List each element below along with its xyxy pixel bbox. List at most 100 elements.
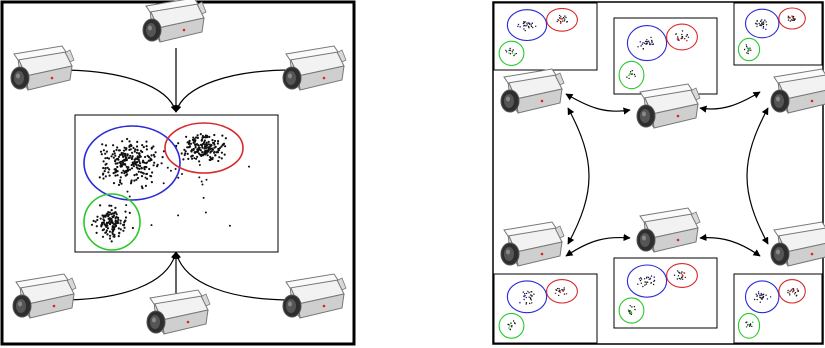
scatter-point bbox=[760, 298, 762, 300]
scatter-point bbox=[651, 41, 653, 43]
scatter-point bbox=[108, 204, 111, 207]
scatter-point bbox=[209, 151, 212, 154]
scatter-point bbox=[124, 210, 127, 213]
scatter-point bbox=[796, 294, 798, 296]
scatter-point bbox=[210, 150, 213, 153]
scatter-point bbox=[762, 21, 765, 23]
scatter-point bbox=[166, 166, 169, 169]
scatter-point bbox=[116, 146, 119, 149]
scatter-point bbox=[760, 294, 763, 296]
scatter-point bbox=[152, 164, 155, 167]
scatter-point bbox=[199, 133, 202, 136]
scatter-point bbox=[208, 135, 211, 138]
scatter-point bbox=[117, 216, 120, 219]
scatter-point bbox=[760, 20, 762, 22]
scatter-point bbox=[135, 166, 138, 169]
scatter-point bbox=[133, 150, 136, 153]
scatter-point bbox=[122, 155, 125, 158]
local-blue-ellipse bbox=[744, 8, 780, 39]
scatter-point bbox=[217, 159, 220, 163]
scatter-point bbox=[126, 190, 129, 193]
scatter-point bbox=[145, 166, 148, 169]
scatter-point bbox=[114, 174, 117, 177]
scatter-point bbox=[130, 167, 134, 170]
local-plot bbox=[733, 273, 823, 344]
scatter-point bbox=[130, 157, 133, 161]
scatter-point bbox=[125, 204, 128, 207]
scatter-point bbox=[750, 49, 752, 51]
scatter-point bbox=[119, 179, 122, 182]
scatter-point bbox=[558, 290, 561, 292]
scatter-point bbox=[756, 298, 758, 301]
scatter-point bbox=[531, 22, 533, 24]
scatter-point bbox=[96, 215, 99, 218]
scatter-point bbox=[113, 235, 116, 238]
scatter-point bbox=[140, 166, 143, 169]
scatter-point bbox=[745, 44, 747, 46]
scatter-point bbox=[641, 43, 643, 45]
scatter-point bbox=[787, 289, 789, 292]
scatter-point bbox=[646, 42, 648, 44]
scatter-point bbox=[761, 22, 763, 24]
scatter-point bbox=[791, 15, 793, 17]
scatter-point bbox=[119, 219, 122, 222]
scatter-point bbox=[136, 155, 139, 158]
scatter-point bbox=[183, 148, 186, 151]
scatter-point bbox=[144, 184, 147, 187]
scatter-point bbox=[531, 295, 533, 297]
scatter-point bbox=[213, 133, 216, 137]
scatter-point bbox=[145, 145, 148, 148]
scatter-point bbox=[135, 151, 138, 154]
scatter-point bbox=[560, 16, 562, 18]
local-blue-ellipse bbox=[626, 264, 668, 298]
scatter-point bbox=[138, 167, 141, 170]
scatter-point bbox=[528, 292, 530, 294]
scatter-point bbox=[208, 158, 211, 161]
scatter-point bbox=[102, 160, 105, 163]
scatter-point bbox=[216, 142, 219, 145]
scatter-point bbox=[122, 152, 125, 155]
scatter-point bbox=[213, 151, 216, 154]
scatter-point bbox=[207, 146, 210, 149]
scatter-point bbox=[129, 148, 132, 151]
scatter-point bbox=[123, 146, 126, 149]
scatter-point bbox=[523, 21, 525, 23]
scatter-point bbox=[565, 292, 568, 295]
scatter-point bbox=[140, 175, 144, 178]
scatter-point bbox=[756, 294, 759, 297]
scatter-point bbox=[530, 24, 532, 26]
scatter-point bbox=[135, 163, 138, 166]
local-plot-frame bbox=[493, 2, 598, 71]
scatter-point bbox=[523, 28, 525, 30]
scatter-point bbox=[192, 136, 195, 139]
scatter-point bbox=[114, 154, 117, 157]
scatter-point bbox=[136, 140, 139, 143]
scatter-point bbox=[558, 288, 560, 290]
scatter-point bbox=[756, 23, 758, 25]
scatter-point bbox=[759, 24, 761, 26]
scatter-point bbox=[561, 289, 564, 292]
scatter-point bbox=[123, 162, 126, 166]
scatter-point bbox=[220, 157, 223, 160]
scatter-point bbox=[101, 229, 104, 232]
scatter-point bbox=[116, 162, 119, 165]
scatter-point bbox=[149, 174, 152, 177]
scatter-point bbox=[535, 25, 537, 27]
scatter-point bbox=[117, 235, 120, 238]
scatter-point bbox=[124, 152, 127, 155]
scatter-point bbox=[209, 145, 212, 148]
scatter-point bbox=[106, 227, 110, 230]
scatter-point bbox=[174, 168, 177, 170]
scatter-point bbox=[683, 272, 686, 274]
scatter-point bbox=[205, 144, 208, 147]
scatter-point bbox=[202, 136, 206, 139]
scatter-point bbox=[106, 212, 109, 216]
scatter-point bbox=[509, 49, 511, 52]
scatter-point bbox=[523, 22, 526, 24]
right-panel bbox=[492, 1, 825, 345]
scatter-point bbox=[685, 35, 687, 37]
scatter-point bbox=[564, 15, 566, 17]
scatter-point bbox=[533, 293, 535, 295]
scatter-point bbox=[122, 149, 126, 152]
scatter-point bbox=[144, 176, 147, 179]
